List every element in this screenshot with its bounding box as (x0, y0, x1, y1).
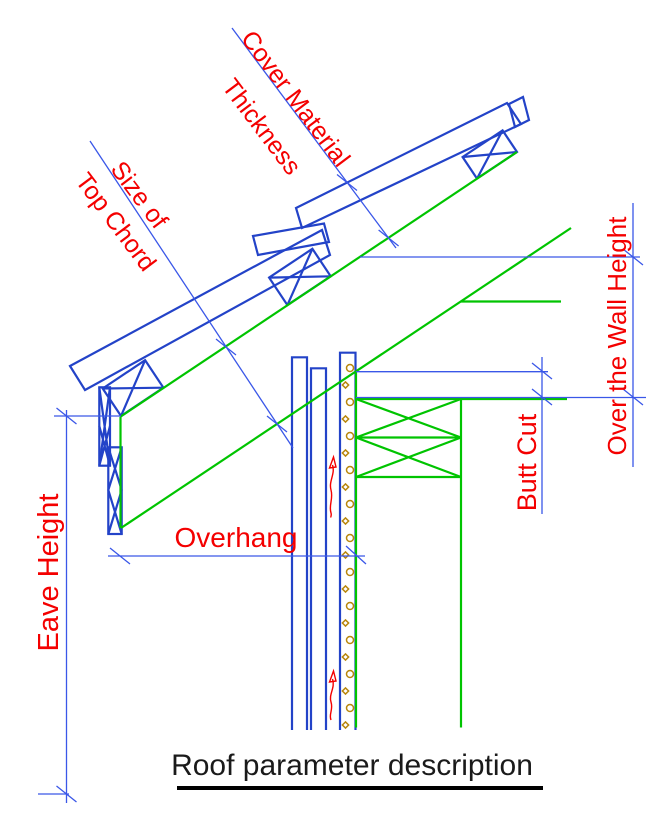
fascia-board-upper (98, 386, 112, 467)
fastener-circle (345, 601, 355, 611)
size-of-chord-leader (89, 140, 294, 449)
break-symbol-lower (328, 668, 337, 721)
chord-bottom-line (120, 227, 572, 529)
green-reference-lines (119, 151, 572, 728)
fastener-diamond (341, 618, 350, 628)
cover-board-lower (68, 228, 332, 392)
fastener-circle (345, 635, 355, 645)
fastener-circle (345, 363, 355, 373)
overhang-dimension (108, 545, 367, 565)
dimension-lines (38, 27, 646, 803)
fastener-circle (345, 499, 355, 509)
page-title: Roof parameter description (171, 749, 533, 782)
fastener-circle (345, 431, 355, 441)
fastener-diamond (341, 414, 350, 424)
fastener-circle (345, 703, 355, 713)
label-over-wall-height: Over the Wall Height (602, 216, 632, 456)
fastener-diamond (341, 448, 350, 458)
fastener-circle (345, 465, 355, 475)
break-symbol-upper (328, 454, 337, 518)
fastener-diamond (341, 584, 350, 594)
break-symbols (328, 454, 337, 721)
title-underline (177, 786, 543, 790)
sheathing-fasteners (341, 363, 355, 730)
label-eave-height: Eave Height (33, 494, 65, 652)
chord-top-line (119, 151, 518, 418)
fastener-circle (345, 567, 355, 577)
siding-board-1 (290, 356, 309, 730)
title-halo: Roof parameter description (171, 749, 533, 782)
title-group: Roof parameter description Roof paramete… (168, 746, 543, 790)
eave-height-dimension (38, 407, 121, 803)
fastener-diamond (341, 550, 350, 560)
fascia-board-lower (107, 446, 123, 536)
fastener-circle (345, 669, 355, 679)
siding-board-2 (309, 367, 328, 730)
label-overhang: Overhang (175, 522, 298, 553)
cover-material-leader (231, 27, 400, 249)
cover-board-top-tab (507, 95, 531, 129)
fastener-diamond (341, 686, 350, 696)
fascia-boards (98, 386, 123, 536)
cover-board-step (251, 222, 331, 257)
fastener-circle (345, 533, 355, 543)
fastener-diamond (341, 380, 350, 390)
label-butt-cut: Butt Cut (512, 413, 542, 511)
fastener-diamond (341, 720, 350, 730)
fastener-circle (345, 397, 355, 407)
fastener-diamond (341, 516, 350, 526)
wall-top-bracing (355, 397, 462, 479)
fastener-diamond (341, 652, 350, 662)
fastener-diamond (341, 482, 350, 492)
